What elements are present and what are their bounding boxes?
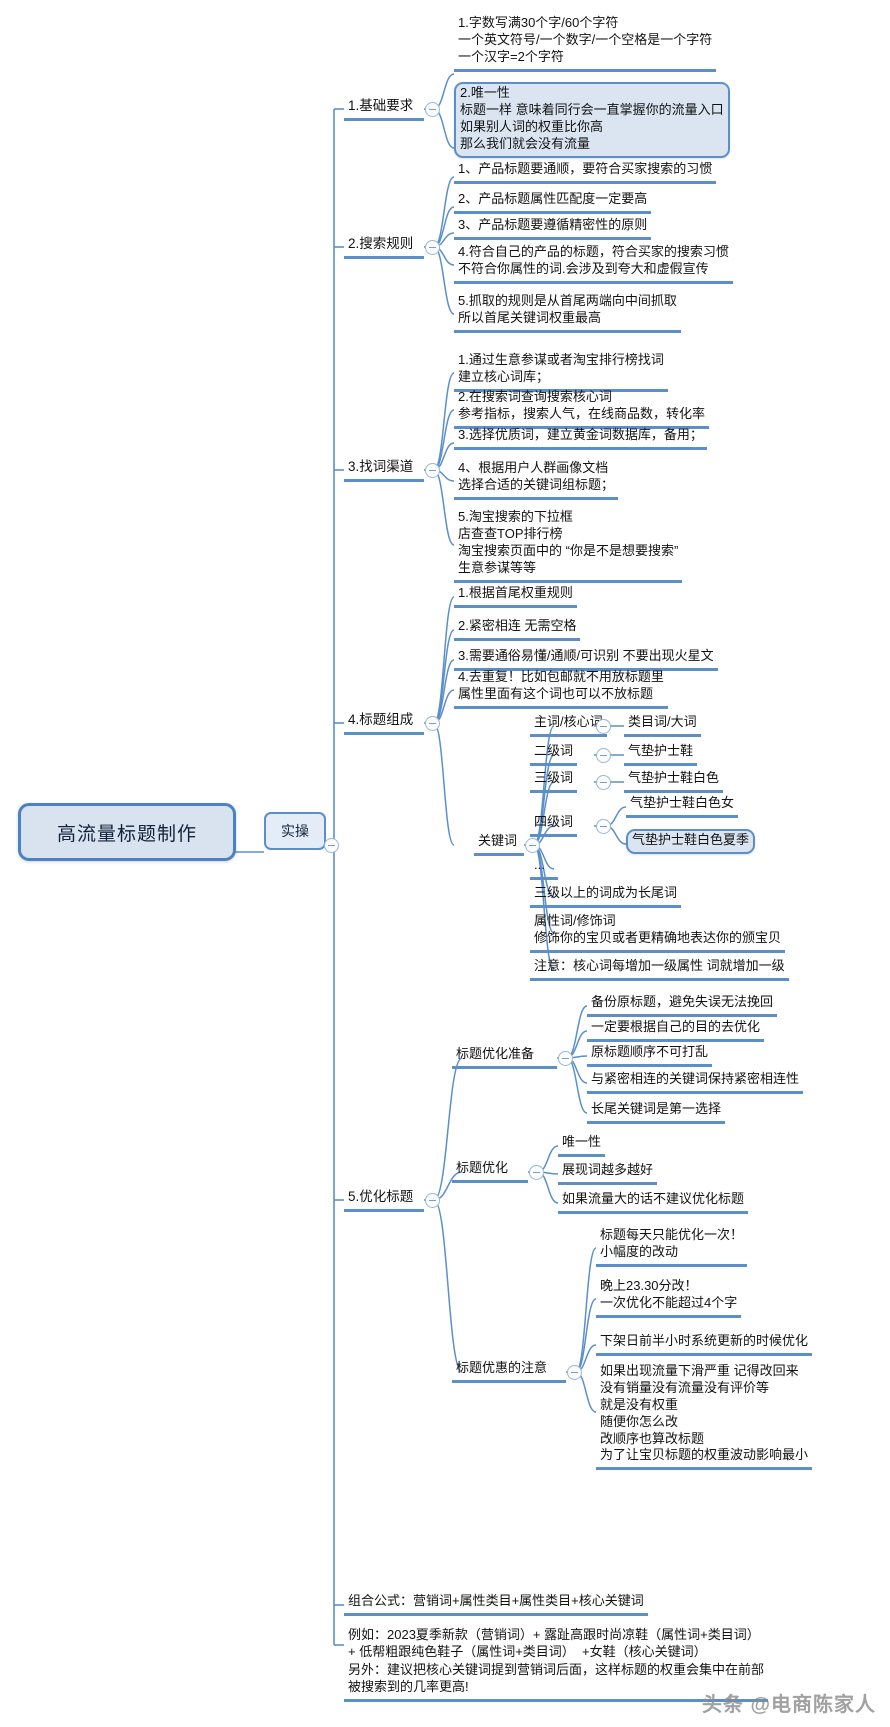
leaf-node[interactable]: 3.需要通俗易懂/通顺/可识别 不要出现火星文	[454, 647, 718, 671]
leaf-node[interactable]: 4.符合自己的产品的标题，符合买家的搜索习惯 不符合你属性的词.会涉及到夸大和虚…	[454, 243, 733, 284]
leaf-node[interactable]: 展现词越多越好	[558, 1161, 658, 1185]
keyword-level-label[interactable]: 主词/核心词	[530, 713, 607, 737]
example-node[interactable]: 例如：2023夏季新款（营销词）+ 露趾高跟时尚凉鞋（属性词+类目词） + 低帮…	[344, 1625, 769, 1702]
leaf-node[interactable]: 2.紧密相连 无需空格	[454, 617, 581, 641]
leaf-node[interactable]: 标题每天只能优化一次！ 小幅度的改动	[596, 1226, 748, 1267]
leaf-node[interactable]: 如果出现流量下滑严重 记得改回来 没有销量没有流量没有评价等 就是没有权重 随便…	[596, 1362, 813, 1471]
toggle-level1[interactable]	[324, 838, 339, 853]
branch-label-3[interactable]: 3.找词渠道	[344, 457, 424, 482]
keyword-note[interactable]: 属性词/修饰词 修饰你的宝贝或者更精确地表达你的颁宝贝	[530, 912, 786, 953]
toggle-branch-3[interactable]	[425, 463, 440, 478]
toggle-branch-1[interactable]	[425, 102, 440, 117]
keyword-note[interactable]: 注意：核心词每增加一级属性 词就增加一级	[530, 957, 789, 981]
leaf-node[interactable]: 2.唯一性 标题一样 意味着同行会一直掌握你的流量入口 如果别人词的权重比你高 …	[454, 82, 730, 158]
leaf-node[interactable]: 3、产品标题要遵循精密性的原则	[454, 216, 652, 240]
toggle-subgroup-optimize[interactable]	[529, 1165, 544, 1180]
toggle-branch-5[interactable]	[425, 1193, 440, 1208]
level1-node-shicao[interactable]: 实操	[264, 812, 326, 850]
keyword-value[interactable]: 气垫护士鞋	[624, 742, 698, 766]
leaf-node[interactable]: 原标题顺序不可打乱	[587, 1043, 713, 1067]
leaf-node[interactable]: 5.抓取的规则是从首尾两端向中间抓取 所以首尾关键词权重最高	[454, 292, 681, 333]
toggle-keyword-group[interactable]	[525, 838, 540, 853]
leaf-node[interactable]: 2.在搜索词查询搜索核心词 参考指标，搜索人气，在线商品数，转化率	[454, 388, 710, 429]
leaf-node[interactable]: 4、根据用户人群画像文档 选择合适的关键词组标题；	[454, 459, 619, 500]
branch-label-2[interactable]: 2.搜索规则	[344, 234, 424, 259]
leaf-node[interactable]: 晚上23.30分改！ 一次优化不能超过4个字	[596, 1277, 742, 1318]
keyword-group-label[interactable]: 关键词	[474, 832, 524, 856]
keyword-value[interactable]: 类目词/大词	[624, 713, 701, 737]
keyword-value[interactable]: 气垫护士鞋白色女	[626, 794, 739, 818]
leaf-node[interactable]: 长尾关键词是第一选择	[587, 1100, 726, 1124]
subgroup-label-cautions[interactable]: 标题优惠的注意	[452, 1359, 566, 1383]
branch-label-5[interactable]: 5.优化标题	[344, 1187, 424, 1212]
subgroup-label-optimize[interactable]: 标题优化	[452, 1159, 528, 1183]
keyword-value[interactable]: 气垫护士鞋白色夏季	[626, 829, 756, 854]
keyword-level-label[interactable]: 二级词	[530, 742, 578, 766]
watermark: 头条 @电商陈家人	[701, 1694, 876, 1716]
toggle-keyword-row-2[interactable]	[596, 748, 611, 763]
toggle-branch-2[interactable]	[425, 240, 440, 255]
keyword-value[interactable]: 气垫护士鞋白色	[624, 769, 724, 793]
leaf-node[interactable]: 与紧密相连的关键词保持紧密相连性	[587, 1070, 804, 1094]
keyword-level-label[interactable]: 四级词	[530, 813, 578, 837]
keyword-note[interactable]: 三级以上的词成为长尾词	[530, 884, 682, 908]
toggle-subgroup-cautions[interactable]	[567, 1365, 582, 1380]
root-node[interactable]: 高流量标题制作	[18, 803, 236, 861]
keyword-level-label[interactable]: ...	[530, 856, 558, 880]
leaf-node[interactable]: 1、产品标题要通顺，要符合买家搜索的习惯	[454, 160, 717, 184]
leaf-node[interactable]: 1.通过生意参谋或者淘宝排行榜找词 建立核心词库；	[454, 351, 668, 392]
toggle-keyword-row-1[interactable]	[596, 719, 611, 734]
toggle-branch-4[interactable]	[425, 716, 440, 731]
leaf-node[interactable]: 2、产品标题属性匹配度一定要高	[454, 190, 652, 214]
leaf-node[interactable]: 备份原标题，避免失误无法挽回	[587, 993, 778, 1017]
leaf-node[interactable]: 5.淘宝搜索的下拉框 店查查TOP排行榜 淘宝搜索页面中的 “你是不是想要搜索”…	[454, 508, 683, 583]
keyword-level-label[interactable]: 三级词	[530, 769, 578, 793]
leaf-node[interactable]: 3.选择优质词，建立黄金词数据库，备用；	[454, 426, 707, 450]
branch-label-4[interactable]: 4.标题组成	[344, 710, 424, 735]
toggle-keyword-row-4[interactable]	[596, 819, 611, 834]
branch-label-1[interactable]: 1.基础要求	[344, 96, 424, 121]
formula-node[interactable]: 组合公式：营销词+属性类目+属性类目+核心关键词	[344, 1592, 648, 1616]
leaf-node[interactable]: 下架日前半小时系统更新的时候优化	[596, 1332, 813, 1356]
leaf-node[interactable]: 1.根据首尾权重规则	[454, 584, 577, 608]
subgroup-label-prep[interactable]: 标题优化准备	[452, 1045, 557, 1069]
leaf-node[interactable]: 一定要根据自己的目的去优化	[587, 1018, 765, 1042]
toggle-keyword-row-3[interactable]	[596, 775, 611, 790]
toggle-subgroup-prep[interactable]	[558, 1051, 573, 1066]
leaf-node[interactable]: 唯一性	[558, 1133, 606, 1157]
leaf-node[interactable]: 1.字数写满30个字/60个字符 一个英文符号/一个数字/一个空格是一个字符 一…	[454, 14, 717, 72]
leaf-node[interactable]: 4.去重复！比如包邮就不用放标题里 属性里面有这个词也可以不放标题	[454, 668, 668, 709]
leaf-node[interactable]: 如果流量大的话不建议优化标题	[558, 1190, 749, 1214]
